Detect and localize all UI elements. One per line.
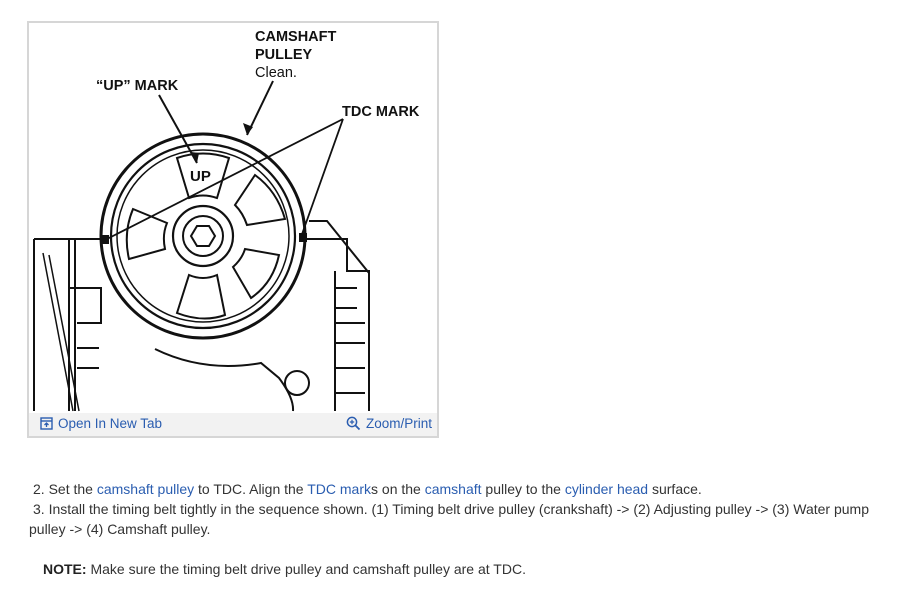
instruction-steps: 2. Set the camshaft pulley to TDC. Align… — [29, 479, 899, 539]
cylinder-head-left-rib — [42, 252, 80, 412]
tdc-mark-label: TDC MARK — [342, 104, 420, 120]
pulley-hub-bolt — [189, 225, 217, 247]
step-number: 2. — [33, 481, 45, 497]
tdc-leader-right — [300, 118, 344, 238]
open-new-tab-link[interactable]: Open In New Tab — [40, 416, 162, 431]
note-paragraph: NOTE: Make sure the timing belt drive pu… — [43, 559, 526, 579]
pulley-groove — [116, 149, 290, 323]
pulley-outer-rim — [99, 132, 307, 340]
step-2-text: Set the — [44, 481, 97, 497]
step-3: 3. Install the timing belt tightly in th… — [29, 499, 899, 539]
figure-caption-bar: Open In New Tab Zoom/Print — [29, 413, 437, 436]
step-2-text: s on the — [371, 481, 425, 497]
cylinder-head-link[interactable]: cylinder head — [564, 481, 649, 497]
housing-bolt-hole — [284, 370, 310, 396]
up-stamp: UP — [190, 168, 211, 185]
camshaft-label-line1: CAMSHAFT — [255, 29, 336, 45]
step-2-text: to TDC. Align the — [194, 481, 308, 497]
camshaft-pulley-link[interactable]: camshaft pulley — [96, 481, 195, 497]
spoke-window-left — [125, 207, 169, 261]
camshaft-link[interactable]: camshaft — [424, 481, 482, 497]
open-new-tab-icon — [40, 417, 53, 430]
spoke-window-lower-right — [231, 247, 281, 300]
up-mark-leader — [158, 94, 198, 164]
note-label: NOTE: — [43, 561, 87, 577]
tdc-mark-left — [101, 235, 109, 244]
tdc-mark-link[interactable]: TDC mark — [307, 481, 372, 497]
tdc-leader-left — [106, 118, 344, 240]
camshaft-arrowhead — [243, 123, 253, 135]
zoom-print-label: Zoom/Print — [365, 416, 432, 431]
step-number: 3. — [33, 501, 45, 517]
pulley-hub-outer — [171, 204, 235, 268]
tdc-mark-right — [299, 233, 307, 242]
camshaft-pulley-diagram: CAMSHAFT PULLEY Clean. “UP” MARK TDC MAR… — [33, 29, 420, 412]
step-2: 2. Set the camshaft pulley to TDC. Align… — [29, 479, 899, 499]
up-mark-arrowhead — [191, 152, 199, 163]
camshaft-label-note: Clean. — [255, 65, 297, 81]
spoke-window-right — [233, 173, 287, 227]
note-text: Make sure the timing belt drive pulley a… — [86, 561, 526, 577]
camshaft-leader — [246, 80, 274, 136]
lower-housing — [154, 348, 295, 412]
spoke-window-bottom — [175, 273, 227, 320]
zoom-icon — [346, 416, 361, 431]
cylinder-head-right-blocks — [335, 287, 365, 394]
pulley-hub-inner — [182, 215, 224, 257]
up-mark-label: “UP” MARK — [96, 78, 179, 94]
step-3-text: Install the timing belt tightly in the s… — [29, 501, 869, 537]
figure-frame: CAMSHAFT PULLEY Clean. “UP” MARK TDC MAR… — [27, 21, 439, 438]
step-2-text: pulley to the — [481, 481, 565, 497]
camshaft-label-line2: PULLEY — [255, 47, 313, 63]
step-2-text: surface. — [648, 481, 702, 497]
cylinder-head-left — [33, 238, 103, 411]
zoom-print-link[interactable]: Zoom/Print — [346, 416, 432, 431]
cylinder-head-right — [301, 220, 370, 411]
open-new-tab-label: Open In New Tab — [58, 416, 163, 431]
